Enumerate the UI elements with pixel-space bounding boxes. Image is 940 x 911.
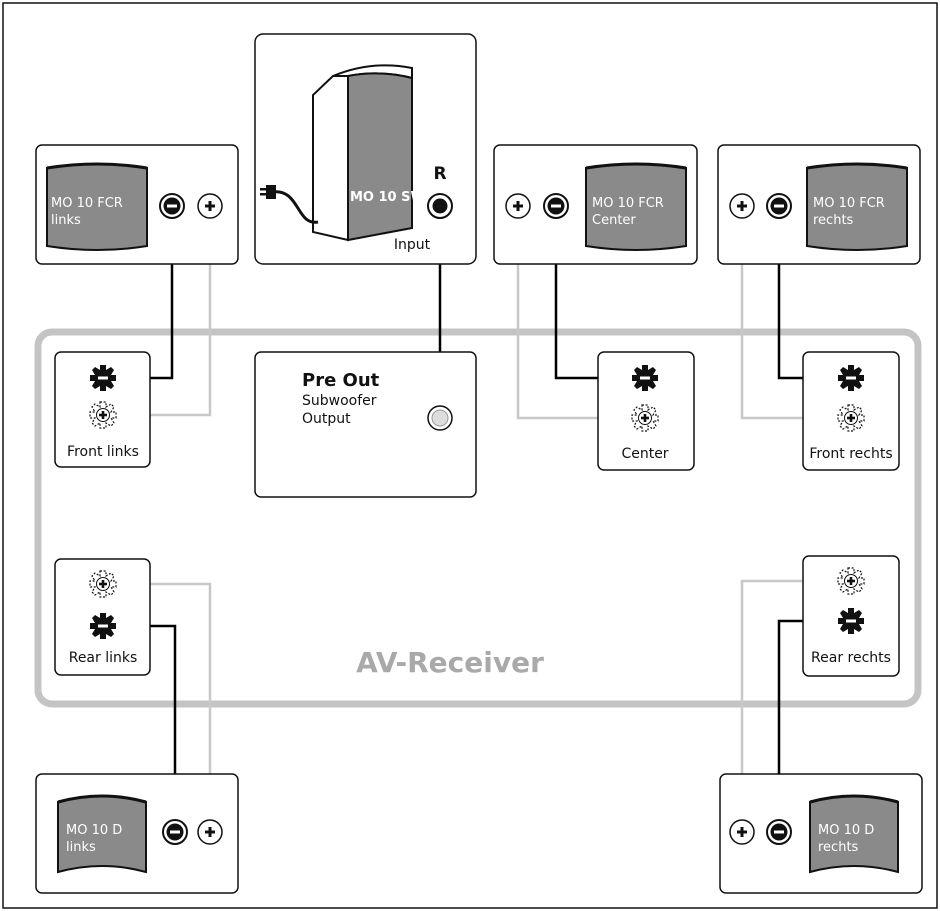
- receiver-channel-rear-left: Rear links: [54, 558, 151, 676]
- positive-wires: [126, 206, 849, 832]
- gear-terminal-negative-icon: [90, 613, 116, 639]
- receiver-label: AV-Receiver: [356, 646, 544, 679]
- plus-icon: [729, 819, 755, 845]
- channel-label: Center: [621, 446, 668, 462]
- minus-icon: [766, 819, 792, 845]
- receiver-channel-front-left: Front links: [54, 351, 151, 468]
- receiver-frame: [34, 328, 922, 708]
- subwoofer-label: MO 10 SW: [350, 190, 425, 205]
- speaker-rim: [57, 794, 147, 804]
- preout-subtitle: Subwoofer: [302, 393, 377, 409]
- speaker-label-line: MO 10 FCR: [51, 196, 123, 211]
- speaker-rear-left: MO 10 D links: [35, 773, 239, 894]
- minus-icon: [162, 819, 188, 845]
- gear-terminal-negative-icon: [838, 365, 864, 391]
- speaker-label-line: links: [51, 213, 81, 228]
- speaker-rim: [809, 794, 899, 804]
- gear-terminal-negative-icon: [838, 608, 864, 634]
- input-jack-icon: [427, 193, 453, 219]
- gear-terminal-positive-icon: [631, 404, 659, 432]
- preout-title: Pre Out: [302, 370, 380, 391]
- speaker-rim: [585, 162, 687, 170]
- minus-icon: [766, 193, 792, 219]
- speaker-label: MO 10 FCR rechts: [813, 196, 885, 228]
- speaker-front-right: MO 10 FCR rechts: [717, 144, 921, 265]
- plus-icon: [729, 193, 755, 219]
- subwoofer-front: [347, 72, 413, 242]
- receiver-channel-center: Center: [597, 351, 695, 471]
- gear-terminal-positive-icon: [89, 570, 117, 598]
- speaker-label: MO 10 FCR Center: [592, 196, 664, 228]
- speaker-label: MO 10 D links: [66, 823, 122, 855]
- preout-jack-icon: [427, 405, 453, 431]
- gear-terminal-positive-icon: [89, 401, 117, 429]
- speaker-label-line: rechts: [818, 840, 859, 855]
- channel-label: Rear rechts: [811, 650, 891, 666]
- speaker-label: MO 10 D rechts: [818, 823, 874, 855]
- plug-icon: [260, 185, 276, 199]
- speaker-label-line: rechts: [813, 213, 854, 228]
- preout-subtitle: Output: [302, 411, 351, 427]
- preout-panel: Pre Out Subwoofer Output: [254, 351, 477, 498]
- plus-icon: [197, 819, 223, 845]
- minus-icon: [543, 193, 569, 219]
- speaker-label: MO 10 FCR links: [51, 196, 123, 228]
- input-label: Input: [394, 237, 431, 253]
- gear-terminal-negative-icon: [632, 365, 658, 391]
- receiver-channel-rear-right: Rear rechts: [802, 555, 900, 677]
- wire-center-positive: [516, 206, 632, 420]
- negative-wires: [126, 206, 849, 832]
- speaker-label-line: MO 10 D: [818, 823, 874, 838]
- subwoofer-side: [312, 75, 349, 242]
- power-cable: [271, 190, 319, 224]
- speaker-center: MO 10 FCR Center: [493, 144, 698, 265]
- channel-label: Rear links: [69, 650, 138, 666]
- wire-front-left-positive: [126, 206, 212, 417]
- speaker-label-line: MO 10 FCR: [592, 196, 664, 211]
- speaker-label-line: Center: [592, 213, 636, 228]
- speaker-label-line: MO 10 FCR: [813, 196, 885, 211]
- gear-terminal-negative-icon: [90, 365, 116, 391]
- speaker-label-line: links: [66, 840, 96, 855]
- gear-terminal-positive-icon: [837, 404, 865, 432]
- speaker-rear-right: MO 10 D rechts: [719, 773, 923, 894]
- minus-icon: [159, 193, 185, 219]
- wire-rear-left-positive: [126, 582, 212, 832]
- channel-label: Front rechts: [809, 446, 892, 462]
- speaker-rim: [806, 162, 908, 170]
- channel-label: Front links: [67, 444, 139, 460]
- speaker-subwoofer: MO 10 SW R Input: [254, 33, 477, 265]
- speaker-label-line: MO 10 D: [66, 823, 122, 838]
- plus-icon: [197, 193, 223, 219]
- speaker-rim: [46, 162, 148, 170]
- input-channel-label: R: [433, 164, 446, 184]
- plus-icon: [505, 193, 531, 219]
- speaker-front-left: MO 10 FCR links: [35, 144, 239, 265]
- receiver-channel-front-right: Front rechts: [802, 351, 900, 471]
- gear-terminal-positive-icon: [837, 567, 865, 595]
